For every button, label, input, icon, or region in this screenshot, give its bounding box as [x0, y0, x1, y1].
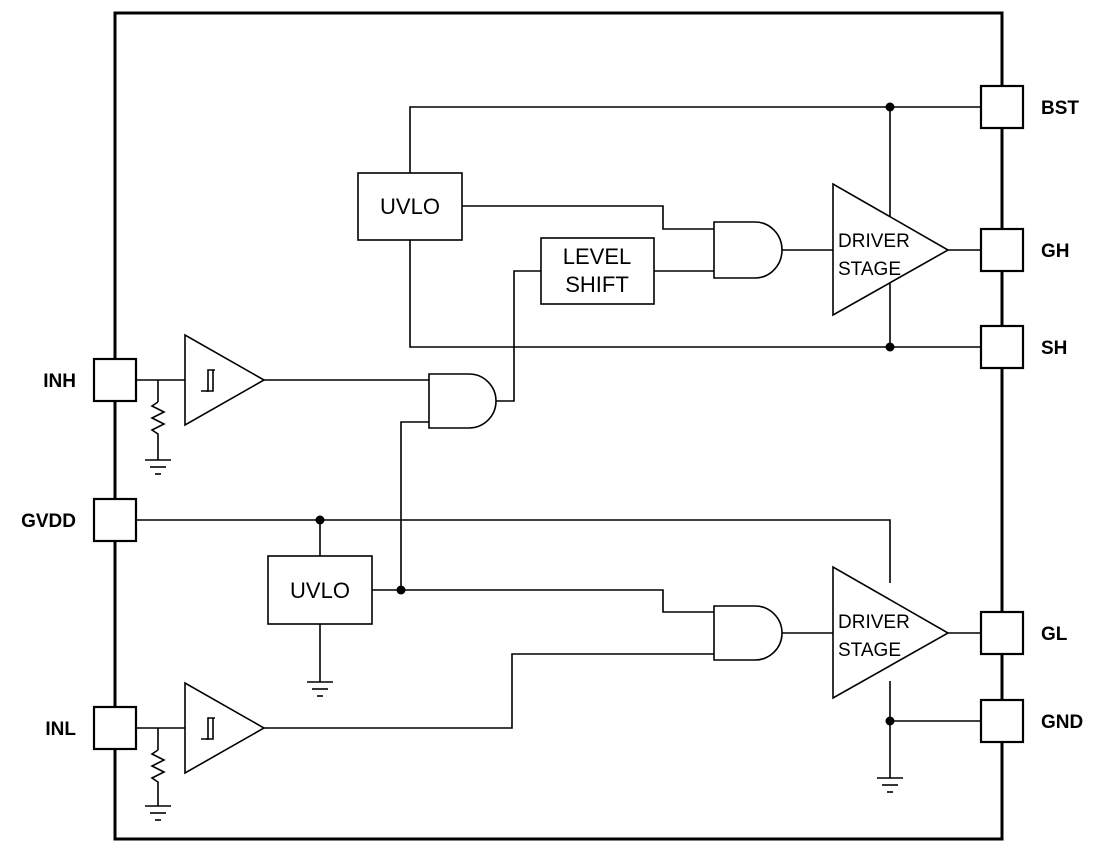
wires [136, 106, 981, 806]
wire-bst-rail [409, 106, 981, 173]
level-shift-label-1: LEVEL [563, 244, 632, 269]
and-gate-high-side [713, 221, 783, 279]
ground-icon [877, 777, 903, 793]
wire-inh-resistor [150, 401, 166, 460]
pin-gnd [979, 698, 1025, 744]
uvlo-low-block: UVLO [267, 555, 373, 625]
wire-and-in-to-levelshift [496, 270, 541, 402]
wire-uvlo-low-to-and-high-side [400, 421, 429, 590]
and-gate-low-side [713, 605, 783, 661]
pin-label-inl: INL [45, 719, 76, 740]
chip-outline [113, 11, 1004, 841]
pin-inh [92, 357, 138, 403]
pin-label-gvdd: GVDD [21, 511, 76, 532]
pin-label-gnd: GND [1041, 712, 1083, 733]
junction-dot [885, 102, 895, 112]
schmitt-trigger-icon [201, 369, 215, 392]
pins [92, 84, 1025, 751]
driver-stage-high: DRIVER STAGE [832, 182, 950, 317]
junction-dot [885, 716, 895, 726]
driver-stage-low-label-1: DRIVER [838, 612, 910, 633]
junction-dot [396, 585, 406, 595]
driver-stage-high-label-2: STAGE [838, 259, 901, 280]
junction-dot [315, 515, 325, 525]
ground-icon [145, 459, 171, 475]
ground-icon [145, 805, 171, 821]
pin-label-inh: INH [43, 371, 76, 392]
pin-labels: BST GH SH GL GND INH GVDD INL [21, 98, 1083, 740]
wire-uvlo-high-to-and [462, 205, 714, 230]
pin-label-gh: GH [1041, 241, 1070, 262]
level-shift-block: LEVEL SHIFT [540, 237, 655, 305]
pin-inl [92, 705, 138, 751]
uvlo-high-label: UVLO [380, 194, 440, 219]
pin-gvdd [92, 497, 138, 543]
uvlo-low-label: UVLO [290, 578, 350, 603]
pin-label-bst: BST [1041, 98, 1079, 119]
driver-stage-low: DRIVER STAGE [832, 565, 950, 700]
junction-dot [885, 342, 895, 352]
wire-inl-buffer-to-and [264, 653, 714, 729]
ground-symbols [145, 459, 903, 821]
pin-sh [979, 324, 1025, 370]
pin-gh [979, 227, 1025, 273]
schmitt-buffer-inh [184, 333, 266, 427]
driver-stage-high-label-1: DRIVER [838, 231, 910, 252]
pin-label-sh: SH [1041, 338, 1067, 359]
uvlo-high-block: UVLO [357, 172, 463, 241]
driver-stage-low-label-2: STAGE [838, 640, 901, 661]
junctions [315, 102, 895, 726]
schmitt-trigger-icon [201, 717, 215, 740]
level-shift-label-2: SHIFT [565, 272, 629, 297]
ground-icon [307, 681, 333, 697]
wire-inl-resistor [150, 749, 166, 806]
pin-bst [979, 84, 1025, 130]
wire-sh-rail [409, 240, 981, 348]
wire-uvlo-low-to-and [372, 589, 714, 613]
and-gate-input [428, 373, 497, 429]
pin-label-gl: GL [1041, 624, 1068, 645]
schmitt-buffer-inl [184, 681, 266, 775]
pin-gl [979, 610, 1025, 656]
wire-gvdd-rail [136, 519, 891, 583]
